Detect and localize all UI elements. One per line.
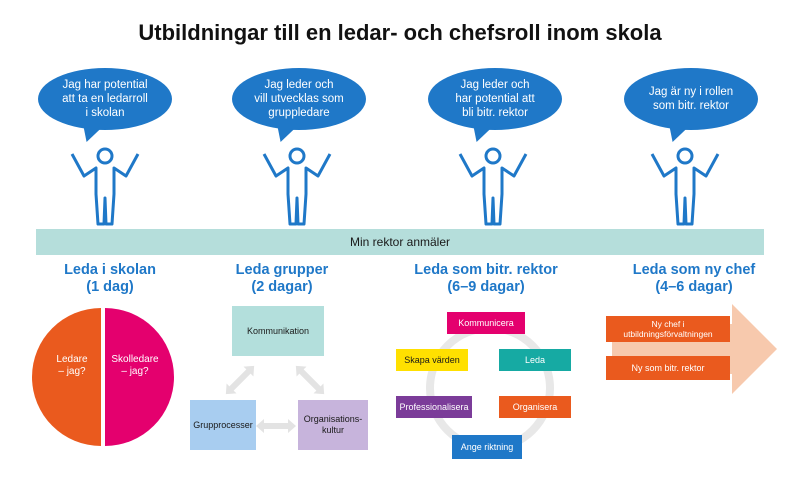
ange-riktning-box: Ange riktning xyxy=(452,435,522,459)
speech-bubble-2: Jag leder och vill utvecklas som grupple… xyxy=(232,68,366,130)
ny-bitr-rektor-box: Ny som bitr. rektor xyxy=(606,356,730,380)
circle-label-left: Ledare – jag? xyxy=(56,354,88,377)
course-duration: (1 dag) xyxy=(86,279,134,295)
course-title-leda-som-bitr-rektor: Leda som bitr. rektor (6–9 dagar) xyxy=(396,262,576,296)
box-label: Kommunikation xyxy=(246,325,310,336)
circle-left-half xyxy=(32,308,101,446)
box-label: Organisera xyxy=(512,401,558,412)
person-icon xyxy=(458,147,528,226)
speech-bubble-text: Jag är ny i rollen som bitr. rektor xyxy=(648,86,734,112)
kommunicera-box: Kommunicera xyxy=(447,312,525,334)
organisationskultur-box: Organisations- kultur xyxy=(298,400,368,450)
box-label: Leda xyxy=(524,354,546,365)
ny-chef-box: Ny chef i utbildningsförvaltningen xyxy=(606,316,730,342)
course-title-leda-som-ny-chef: Leda som ny chef (4–6 dagar) xyxy=(604,262,784,296)
course-name: Leda som bitr. rektor xyxy=(414,262,558,278)
professionalisera-box: Professionalisera xyxy=(396,396,472,418)
speech-bubble-text: Jag har potential att ta en ledarroll i … xyxy=(62,79,148,119)
skapa-varden-box: Skapa värden xyxy=(396,349,468,371)
grupprocesser-box: Grupprocesser xyxy=(190,400,256,450)
course-title-leda-i-skolan: Leda i skolan (1 dag) xyxy=(20,262,200,296)
circle-label-right: Skolledare – jag? xyxy=(111,354,159,377)
box-label: Kommunicera xyxy=(458,317,514,328)
course-duration: (6–9 dagar) xyxy=(447,279,525,295)
kommunikation-box: Kommunikation xyxy=(232,306,324,356)
page-title: Utbildningar till en ledar- och chefsrol… xyxy=(138,20,662,45)
speech-bubble-text: Jag leder och vill utvecklas som grupple… xyxy=(254,79,344,119)
speech-bubble-text: Jag leder och har potential att bli bitr… xyxy=(455,79,535,119)
course-title-leda-grupper: Leda grupper (2 dagar) xyxy=(192,262,372,296)
course-name: Leda grupper xyxy=(235,262,329,278)
box-label: Organisations- kultur xyxy=(303,414,363,435)
split-circle xyxy=(32,308,174,446)
speech-bubble-4: Jag är ny i rollen som bitr. rektor xyxy=(624,68,758,130)
group-arrows xyxy=(225,365,325,433)
course-duration: (4–6 dagar) xyxy=(655,279,733,295)
box-label: Skapa värden xyxy=(404,354,460,365)
box-label: Ny som bitr. rektor xyxy=(631,362,705,373)
box-label: Ange riktning xyxy=(460,441,514,452)
circle-right-half xyxy=(105,308,174,446)
box-label: Ny chef i utbildningsförvaltningen xyxy=(623,319,713,339)
leda-box: Leda xyxy=(499,349,571,371)
speech-bubble-1: Jag har potential att ta en ledarroll i … xyxy=(38,68,172,130)
person-icon xyxy=(650,147,720,226)
enrollment-band: Min rektor anmäler xyxy=(36,229,764,255)
organisera-box: Organisera xyxy=(499,396,571,418)
person-icon xyxy=(262,147,332,226)
course-name: Leda som ny chef xyxy=(632,262,756,278)
speech-bubble-3: Jag leder och har potential att bli bitr… xyxy=(428,68,562,130)
box-label: Professionalisera xyxy=(399,401,469,412)
box-label: Grupprocesser xyxy=(193,419,253,430)
course-name: Leda i skolan xyxy=(64,262,156,278)
person-icon xyxy=(70,147,140,226)
course-duration: (2 dagar) xyxy=(251,279,313,295)
